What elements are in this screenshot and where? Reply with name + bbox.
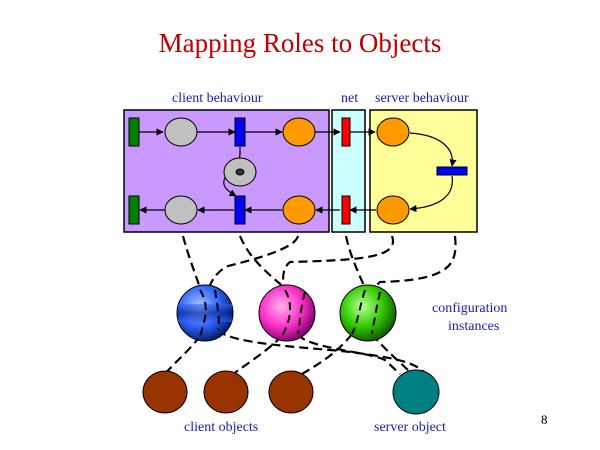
slide-title: Mapping Roles to Objects (158, 28, 442, 58)
config-instance-blue (176, 284, 234, 342)
server-request-place (376, 117, 410, 147)
client-start-transition (128, 117, 140, 147)
client-end-transition (128, 195, 140, 225)
client-request-place (282, 117, 316, 147)
instances-label: instances (448, 319, 500, 334)
client-done-place (164, 195, 198, 225)
config-instance-magenta (258, 284, 316, 342)
client-send-transition (234, 117, 246, 147)
config-instance-green (339, 284, 397, 342)
net-return-transition (341, 195, 351, 225)
server-reply-place (376, 195, 410, 225)
client-receive-transition (234, 195, 246, 225)
client-idle-place (164, 117, 198, 147)
server-process-transition (436, 166, 468, 176)
client-reply-place (282, 195, 316, 225)
net-forward-transition (341, 117, 351, 147)
server-behaviour-label: server behaviour (375, 91, 469, 106)
client-object-3 (268, 370, 314, 414)
server-object (392, 369, 440, 415)
client-object-2 (203, 370, 249, 414)
client-behaviour-label: client behaviour (172, 91, 263, 106)
client-objects-label: client objects (184, 420, 259, 435)
client-object-1 (142, 370, 188, 414)
configuration-label: configuration (432, 301, 508, 316)
page-number: 8 (541, 412, 548, 427)
token (235, 168, 245, 176)
net-label: net (341, 91, 359, 106)
server-object-label: server object (374, 420, 446, 435)
